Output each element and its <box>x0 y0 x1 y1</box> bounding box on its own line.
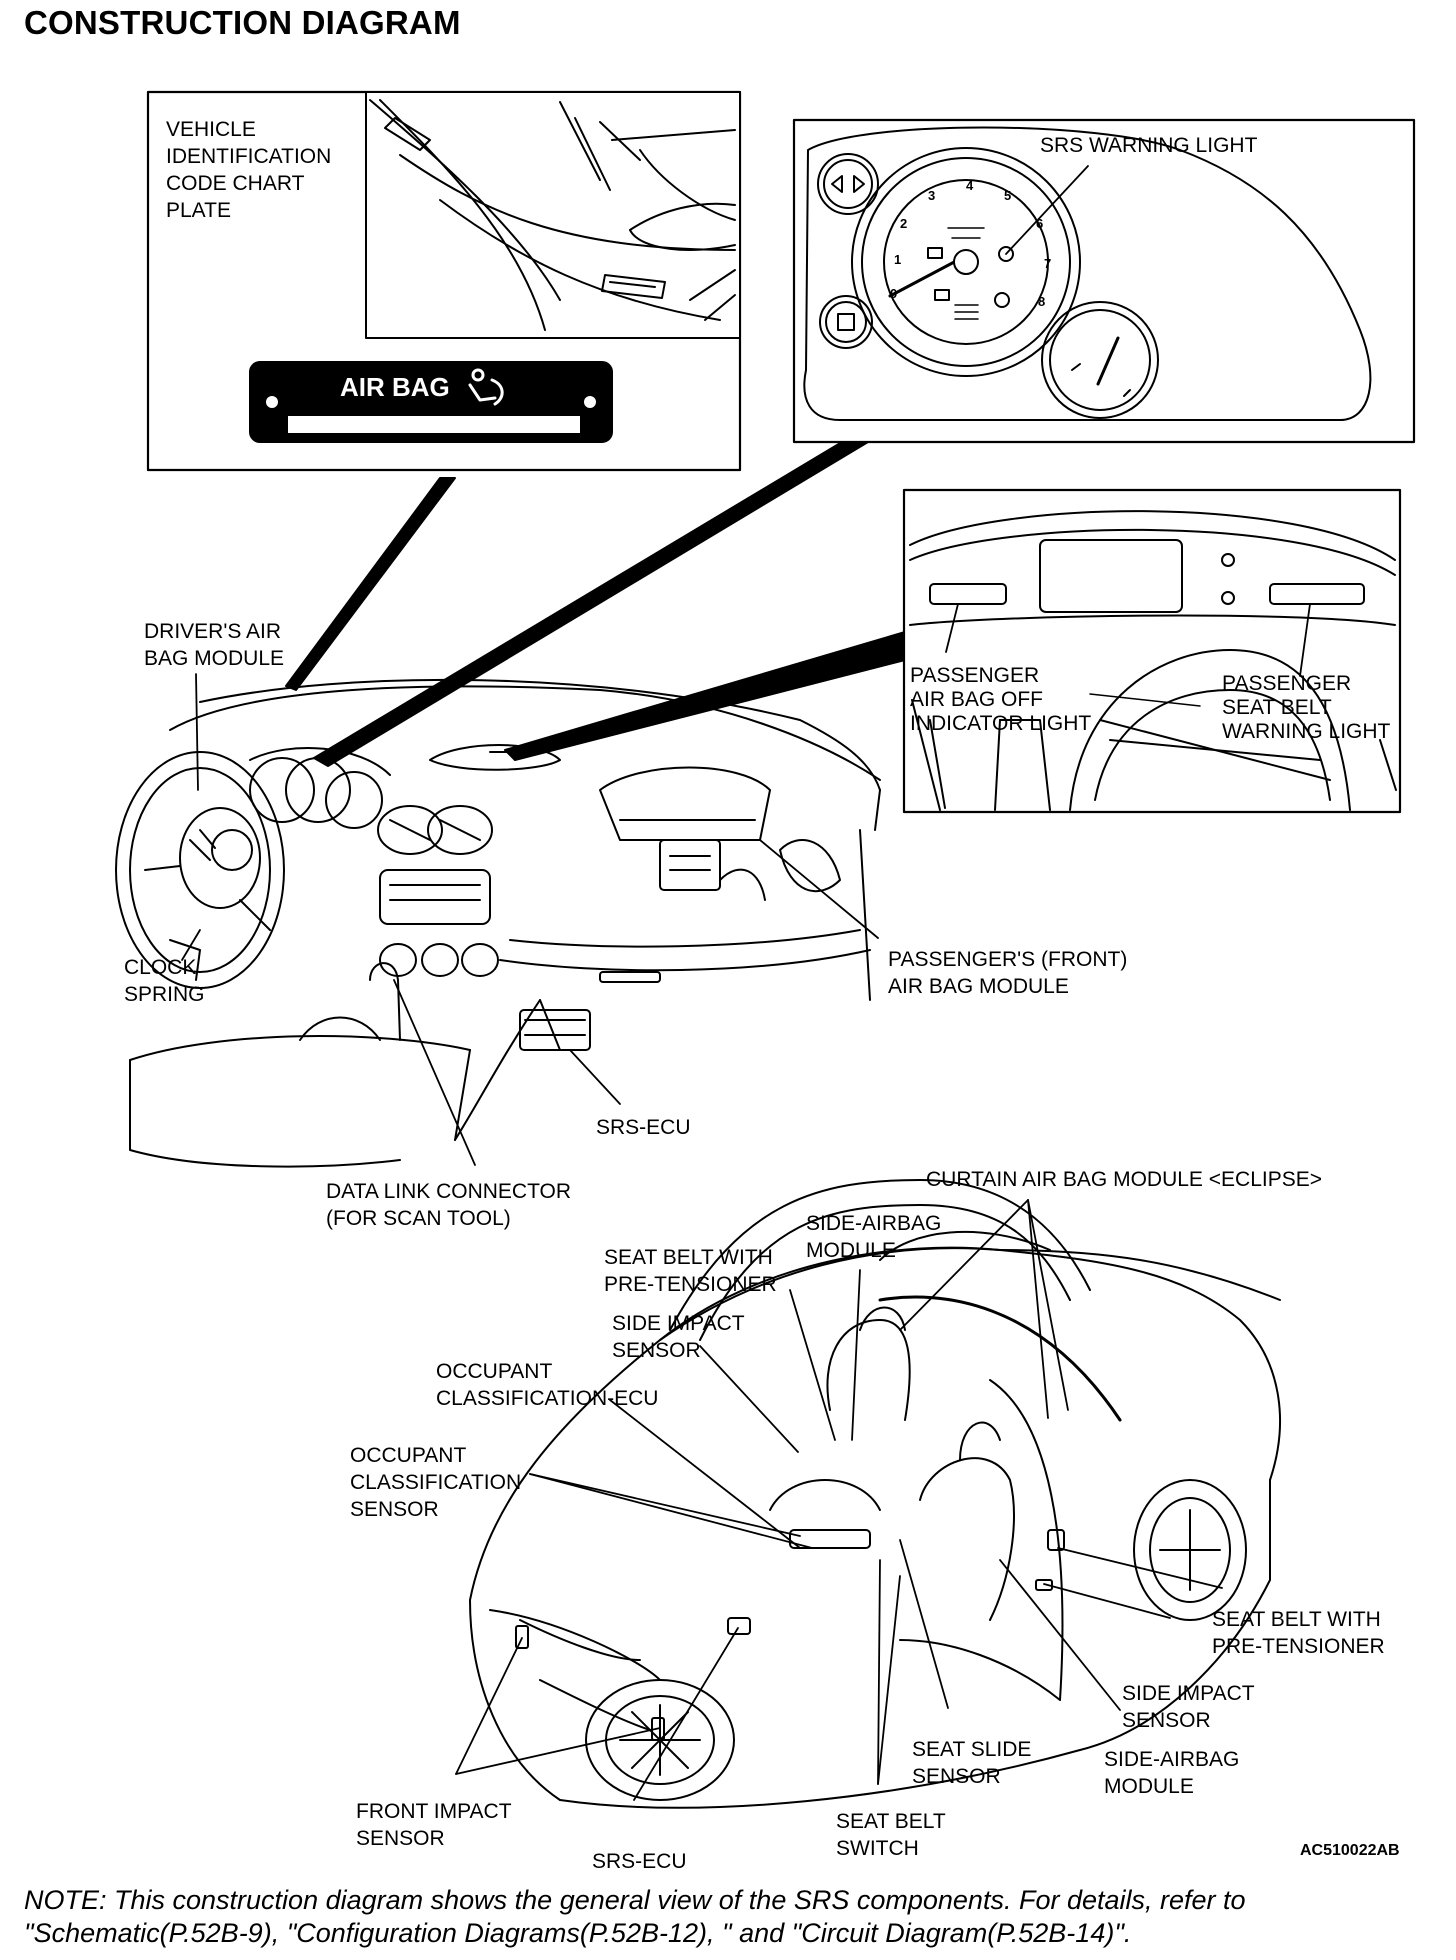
tach-num-3: 3 <box>928 188 936 203</box>
label-srs-ecu-top: SRS-ECU <box>596 1116 691 1139</box>
tach-num-0: 0 <box>890 286 898 301</box>
label-curtain-air-bag: CURTAIN AIR BAG MODULE <ECLIPSE> <box>926 1168 1323 1191</box>
air-bag-plate-label: AIR BAG <box>340 372 450 402</box>
label-srs-warning-light: SRS WARNING LIGHT <box>1040 134 1258 157</box>
tach-num-1: 1 <box>894 252 902 267</box>
inset-instrument-cluster <box>792 118 1416 444</box>
inset-vin-plate <box>146 90 742 472</box>
wedge-to-center-panel <box>504 631 906 761</box>
construction-note: NOTE: This construction diagram shows th… <box>24 1885 1246 1948</box>
figure-id: AC510022AB <box>1300 1842 1400 1859</box>
dashboard-drawing <box>115 673 881 1168</box>
airbag-person-icon <box>468 368 504 406</box>
page-title: CONSTRUCTION DIAGRAM <box>24 4 461 41</box>
tachometer <box>851 147 1081 377</box>
inset-center-panel <box>902 488 1402 814</box>
tach-num-8: 8 <box>1038 294 1046 309</box>
temp-gauge <box>1041 301 1159 419</box>
car-drawing <box>455 1179 1281 1809</box>
label-data-link-connector: DATA LINK CONNECTOR(FOR SCAN TOOL) <box>326 1180 572 1230</box>
wedge-to-cluster <box>313 441 869 767</box>
wedge-to-vin-plate <box>285 477 456 691</box>
tach-num-6: 6 <box>1036 216 1044 231</box>
tach-num-7: 7 <box>1044 256 1052 271</box>
tach-num-2: 2 <box>900 216 908 231</box>
label-srs-ecu-bottom: SRS-ECU <box>592 1850 687 1873</box>
label-passengers-front-air-bag: PASSENGER'S (FRONT)AIR BAG MODULE <box>888 948 1128 998</box>
tach-num-5: 5 <box>1004 188 1012 203</box>
steering-wheel <box>115 751 285 989</box>
tach-num-4: 4 <box>966 178 974 193</box>
